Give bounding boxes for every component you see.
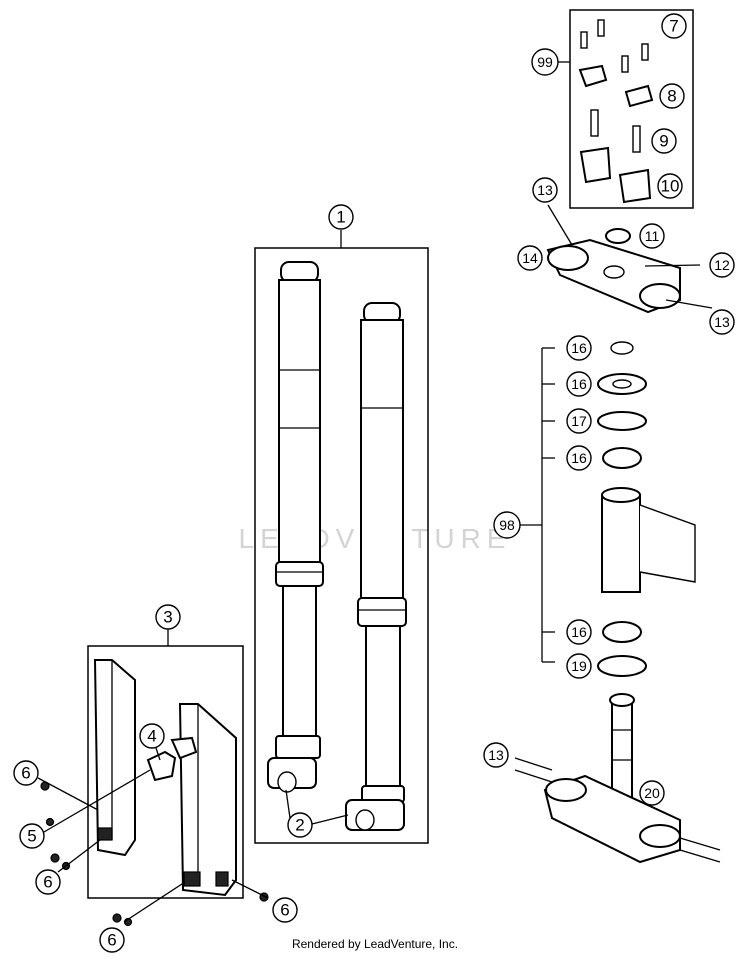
frame-head-tube xyxy=(601,487,696,593)
callout-6b-circle xyxy=(35,869,61,895)
callout-16d-circle xyxy=(566,619,592,645)
callout-9-circle xyxy=(651,128,677,154)
callout-19-circle xyxy=(566,653,592,679)
stem-nut xyxy=(605,228,631,244)
clamp-kit-box xyxy=(569,9,694,209)
callout-8: 8 xyxy=(667,87,676,106)
callout-16b: 16 xyxy=(571,376,587,392)
brake-line-clamp xyxy=(146,750,177,782)
callout-20: 20 xyxy=(644,785,660,801)
callout-13a: 13 xyxy=(537,182,553,198)
lower-triple-clamp xyxy=(514,693,721,864)
callout-13c-circle xyxy=(483,742,509,768)
callout-17: 17 xyxy=(571,413,587,429)
callout-13b: 13 xyxy=(714,314,730,330)
callout-6c: 6 xyxy=(107,931,116,950)
callout-19: 19 xyxy=(571,658,587,674)
callout-12: 12 xyxy=(714,257,730,273)
callout-16c: 16 xyxy=(571,450,587,466)
fork-guard-box xyxy=(87,645,244,899)
callout-9: 9 xyxy=(659,132,668,151)
callout-10: 10 xyxy=(661,177,680,196)
callout-3-circle xyxy=(155,604,181,630)
callout-17-circle xyxy=(566,408,592,434)
callout-20-circle xyxy=(639,780,665,806)
callout-6c-circle xyxy=(99,927,125,953)
callout-13b-circle xyxy=(709,309,735,335)
callout-98: 98 xyxy=(499,517,515,533)
callout-16a: 16 xyxy=(571,340,587,356)
callout-13c: 13 xyxy=(488,747,504,763)
callout-6d: 6 xyxy=(280,901,289,920)
callout-6a: 6 xyxy=(21,764,30,783)
fork-guard-left xyxy=(93,659,136,857)
callout-16a-circle xyxy=(566,335,592,361)
callout-1-circle xyxy=(328,204,354,230)
callout-2: 2 xyxy=(295,816,304,835)
callout-5-circle xyxy=(19,823,45,849)
callout-13a-circle xyxy=(532,177,558,203)
fork-guard-right xyxy=(178,703,237,897)
fork-leg-right xyxy=(345,302,407,831)
callout-5: 5 xyxy=(27,827,36,846)
callout-14: 14 xyxy=(522,250,538,266)
callout-11: 11 xyxy=(645,228,660,244)
steering-bearings xyxy=(597,341,647,677)
fork-leg-left xyxy=(267,261,324,793)
callout-4: 4 xyxy=(147,727,156,746)
callout-6d-circle xyxy=(272,897,298,923)
footer-credit: Rendered by LeadVenture, Inc. xyxy=(292,937,458,951)
upper-triple-clamp xyxy=(546,204,713,314)
handlebar-clamps xyxy=(578,19,654,204)
callout-98-circle xyxy=(493,511,521,539)
callout-1: 1 xyxy=(336,208,345,227)
callout-8-circle xyxy=(659,83,685,109)
callout-6a-circle xyxy=(13,760,39,786)
callout-6b: 6 xyxy=(43,873,52,892)
callout-16c-circle xyxy=(566,445,592,471)
callout-7-circle xyxy=(661,13,687,39)
callout-16b-circle xyxy=(566,371,592,397)
callout-2-circle xyxy=(287,812,313,838)
callout-12-circle xyxy=(709,252,735,278)
callout-16d: 16 xyxy=(571,624,587,640)
clamp-block xyxy=(170,736,198,760)
callout-14-circle xyxy=(517,245,543,271)
callout-3: 3 xyxy=(163,608,172,627)
callout-7: 7 xyxy=(669,17,678,36)
callout-10-circle xyxy=(657,173,683,199)
callout-99: 99 xyxy=(537,54,553,70)
callout-11-circle xyxy=(639,223,665,249)
callout-4-circle xyxy=(139,723,165,749)
